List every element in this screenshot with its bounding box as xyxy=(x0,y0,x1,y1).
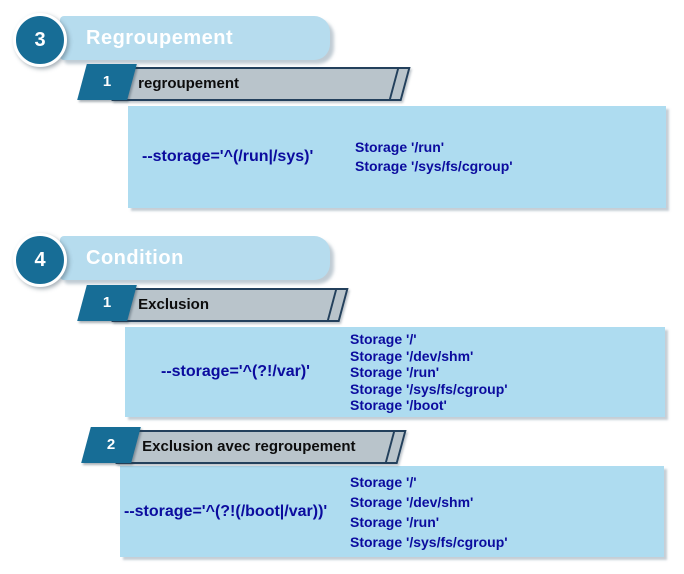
section-number-circle: 4 xyxy=(13,233,67,287)
section-banner-condition: Condition xyxy=(60,236,330,280)
storage-output-line: Storage '/' xyxy=(350,330,417,347)
storage-output-line: Storage '/run' xyxy=(355,139,445,155)
result-box: --storage='^(/run|/sys)' Storage '/run' … xyxy=(128,106,666,208)
storage-output-line: Storage '/run' xyxy=(350,363,440,380)
step-label: Exclusion avec regroupement xyxy=(115,430,407,464)
step-label-text: regroupement xyxy=(138,75,239,92)
section-number-circle: 3 xyxy=(13,13,67,67)
step-badge: 1 xyxy=(77,285,137,321)
step-number: 2 xyxy=(106,436,116,453)
storage-output-line: Storage '/run' xyxy=(350,513,440,530)
storage-output-line: Storage '/dev/shm' xyxy=(350,493,474,510)
section-title: Regroupement xyxy=(86,27,234,49)
step-label-text: Exclusion avec regroupement xyxy=(142,438,356,455)
storage-output-line: Storage '/boot' xyxy=(350,396,447,413)
step-label: regroupement xyxy=(111,67,411,101)
command-text: --storage='^(?!(/boot|/var))' xyxy=(124,502,328,520)
step-label-text: Exclusion xyxy=(138,296,209,313)
step-number: 1 xyxy=(102,294,112,311)
storage-output-line: Storage '/sys/fs/cgroup' xyxy=(350,533,508,550)
step-badge: 1 xyxy=(77,64,137,100)
step-badge: 2 xyxy=(81,427,141,463)
storage-output-line: Storage '/sys/fs/cgroup' xyxy=(350,380,508,397)
section-title: Condition xyxy=(86,247,184,269)
section-number: 3 xyxy=(34,28,46,51)
section-banner-regroupement: Regroupement xyxy=(60,16,330,60)
storage-output-list: Storage '/' Storage '/dev/shm' Storage '… xyxy=(350,472,508,552)
section-number: 4 xyxy=(34,248,46,271)
result-box: --storage='^(?!(/boot|/var))' Storage '/… xyxy=(120,466,664,557)
storage-output-line: Storage '/sys/fs/cgroup' xyxy=(355,158,513,174)
storage-output-line: Storage '/' xyxy=(350,473,417,490)
storage-output-list: Storage '/run' Storage '/sys/fs/cgroup' xyxy=(355,138,513,176)
step-number: 1 xyxy=(102,73,112,90)
result-box: --storage='^(?!/var)' Storage '/' Storag… xyxy=(125,327,665,417)
storage-output-line: Storage '/dev/shm' xyxy=(350,347,474,364)
storage-output-list: Storage '/' Storage '/dev/shm' Storage '… xyxy=(350,331,508,414)
command-text: --storage='^(?!/var)' xyxy=(161,363,310,380)
command-text: --storage='^(/run|/sys)' xyxy=(142,148,314,165)
step-label: Exclusion xyxy=(111,288,349,322)
